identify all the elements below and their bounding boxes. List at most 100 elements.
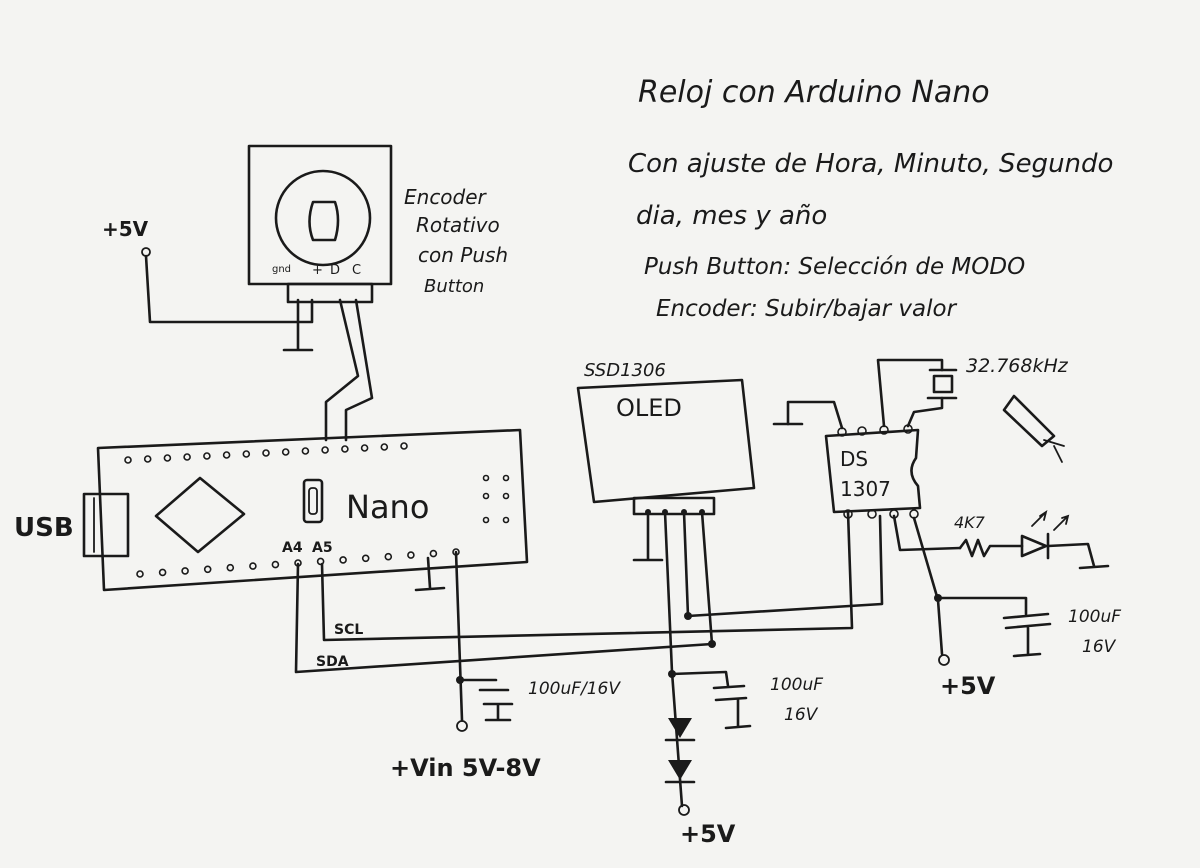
usb-connector [82, 492, 130, 558]
encoder-pin-d: D [330, 263, 340, 278]
encoder-pin-header [286, 282, 374, 304]
crystal-body [932, 374, 954, 394]
nano-pin [407, 551, 415, 559]
nano-pin [400, 442, 408, 450]
note-line-2: dia, mes y año [636, 201, 827, 231]
ds1307-rtc: DS 1307 [824, 424, 922, 519]
sda-label: SDA [316, 654, 349, 670]
note-line-4: Encoder: Subir/bajar valor [656, 296, 958, 322]
rtc-cap-label-2: 16V [1082, 637, 1117, 657]
wire-scl-bus [320, 510, 854, 642]
arduino-nano: Nano USB A4 A5 [14, 428, 529, 592]
resistor-label: 4K7 [954, 513, 986, 532]
rtc-cap-label-1: 100uF [1068, 607, 1121, 627]
vin-cap-label: 100uF/16V [528, 679, 621, 699]
oled-label: OLED [616, 394, 682, 422]
rtc-label-2: 1307 [840, 477, 891, 501]
crystal [876, 358, 958, 428]
encoder-knob [274, 169, 372, 267]
nano-pin [281, 448, 290, 456]
oled-display: OLED [576, 378, 756, 516]
nano-pin [429, 549, 438, 558]
note-line-3: Push Button: Selección de MODO [644, 254, 1025, 280]
wire-rtc-vcc [912, 516, 944, 656]
rtc-chip [824, 428, 922, 514]
encoder-pin-gnd: gnd [272, 264, 291, 275]
oled-model-label: SSD1306 [584, 360, 666, 381]
encoder-label-4: Button [424, 276, 484, 297]
led-ground [1046, 542, 1110, 570]
wire-vin [454, 550, 464, 722]
oled-body [576, 378, 756, 504]
encoder-shaft [308, 200, 340, 242]
wire-encoder-c [344, 298, 374, 442]
nano-pin [242, 450, 251, 458]
crystal-wire-1 [876, 358, 944, 428]
nano-pin [203, 452, 211, 460]
wire-encoder-d [324, 298, 360, 442]
nano-pin [136, 570, 144, 578]
nano-pin [271, 560, 280, 569]
crystal-label: 32.768kHz [966, 355, 1069, 377]
diode-5v-label: +5V [680, 820, 736, 848]
nano-label: Nano [346, 488, 429, 526]
wire-oled-sda [700, 510, 714, 646]
wire-sda-bus [294, 562, 714, 674]
nano-pin [360, 444, 369, 452]
encoder-pin-c: C [352, 263, 361, 278]
encoder-label-3: con Push [418, 243, 508, 267]
wire-oled-scl [682, 510, 690, 618]
nano-pin [341, 445, 349, 453]
rtc-label-1: DS [840, 447, 868, 471]
rtc-ground-wire [786, 400, 844, 430]
capacitor-mid [670, 670, 752, 730]
scl-label: SCL [334, 622, 363, 638]
nano-pins-top [124, 442, 408, 464]
nano-pin [158, 568, 167, 577]
rtc-5v-label: +5V [940, 672, 996, 700]
capacitor-rtc [936, 596, 1052, 658]
oled-pin-header [632, 496, 716, 516]
wire-sda-rtc [686, 514, 884, 618]
encoder-label-1: Encoder [404, 185, 488, 209]
rtc-5v-terminal [938, 654, 950, 666]
pin-a4-label: A4 [282, 540, 303, 556]
nano-pin [124, 456, 132, 464]
note-line-1: Con ajuste de Hora, Minuto, Segundo [628, 149, 1113, 179]
capacitor-vin [458, 678, 514, 722]
nano-pin [163, 454, 172, 462]
nano-pin [222, 451, 231, 459]
nano-pin [301, 447, 310, 455]
vin-label: +Vin 5V-8V [390, 754, 541, 782]
encoder-label-2: Rotativo [416, 213, 500, 237]
nano-pins-bottom [136, 548, 460, 578]
oled-ground [632, 510, 664, 562]
diode-2 [664, 760, 696, 784]
nano-pin [380, 443, 389, 451]
nano-pin [321, 446, 329, 454]
nano-pin [262, 449, 270, 457]
usb-label: USB [14, 513, 74, 543]
pin-a5-label: A5 [312, 540, 333, 556]
encoder-pin-plus: + [312, 263, 323, 278]
nano-pin [384, 552, 393, 561]
diode-5v-terminal [678, 804, 690, 816]
resistor-4k7 [958, 538, 1024, 558]
nano-pin [181, 567, 189, 575]
diode-1 [664, 718, 696, 742]
reset-button [302, 478, 324, 524]
wire-encoder-5v [144, 254, 314, 324]
crystal-wire-2 [906, 396, 944, 428]
nano-pin [203, 565, 212, 574]
vin-terminal [456, 720, 468, 732]
encoder-ground [282, 298, 314, 352]
diagram-title: Reloj con Arduino Nano [638, 75, 990, 110]
nano-pin [143, 455, 152, 463]
encoder-supply-label: +5V [102, 217, 149, 241]
nano-pin [339, 556, 347, 564]
nano-pin [183, 453, 191, 461]
nano-pin [316, 557, 325, 566]
wire-oled-vcc [663, 510, 674, 674]
